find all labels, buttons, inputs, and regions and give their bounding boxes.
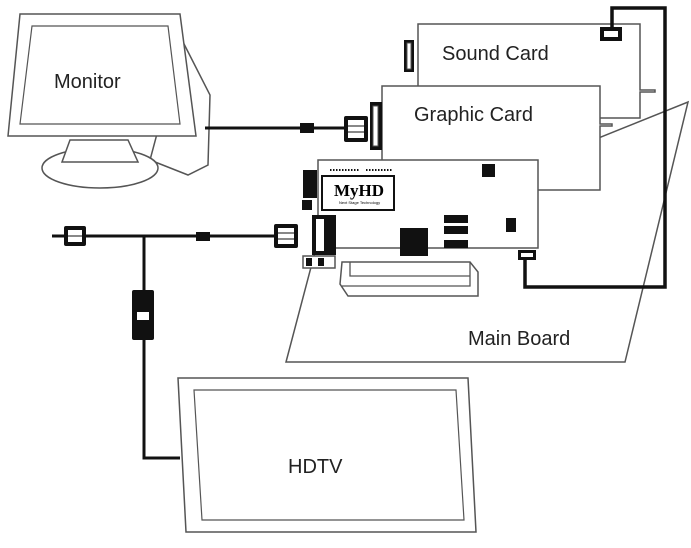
- hdtv-label: HDTV: [288, 456, 343, 478]
- sound-card-label: Sound Card: [442, 43, 549, 65]
- hdtv: HDTV: [177, 377, 477, 533]
- monitor-label: Monitor: [54, 71, 121, 93]
- myhd-card: MyHD Next Stage Technology: [302, 159, 539, 297]
- myhd-tagline: Next Stage Technology: [339, 200, 380, 205]
- monitor-cable: [205, 116, 368, 142]
- myhd-logo: MyHD: [334, 181, 384, 200]
- graphic-card-label: Graphic Card: [414, 104, 533, 126]
- monitor: Monitor: [7, 13, 211, 189]
- internal-audio-cable: [523, 6, 667, 289]
- hd-output-cable: [52, 224, 298, 460]
- main-board-label: Main Board: [468, 328, 570, 350]
